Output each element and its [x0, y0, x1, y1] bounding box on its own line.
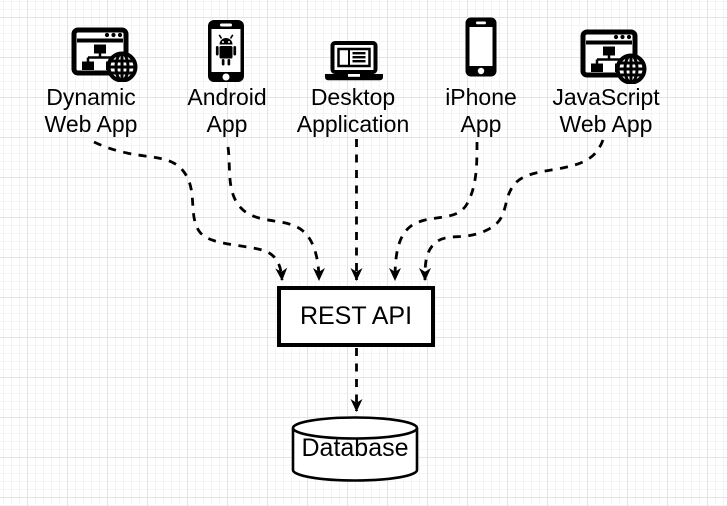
label-iphone-app[interactable]: iPhone App [396, 84, 566, 138]
label-line: iPhone [445, 84, 517, 110]
database-label-text: Database [301, 434, 409, 462]
android-smartphone-icon[interactable] [206, 18, 246, 84]
label-android-app[interactable]: Android App [142, 84, 312, 138]
label-line: Android [187, 84, 267, 110]
edge-iphone-app-to-rest-api[interactable] [389, 141, 479, 281]
label-line: Dynamic [46, 84, 136, 110]
edge-dynamic-web-app-to-rest-api[interactable] [93, 140, 288, 281]
label-line: Web App [44, 111, 138, 137]
label-line: App [206, 111, 248, 137]
database-label[interactable]: Database [293, 434, 417, 463]
iphone-icon[interactable] [464, 16, 498, 78]
database-cylinder[interactable] [291, 416, 419, 482]
label-dynamic-web-app[interactable]: Dynamic Web App [6, 84, 176, 138]
label-line: Desktop [310, 84, 396, 110]
label-javascript-web-app[interactable]: JavaScript Web App [521, 84, 691, 138]
label-desktop-application[interactable]: Desktop Application [268, 84, 438, 138]
label-line: Application [296, 111, 410, 137]
rest-api-node[interactable]: REST API [277, 286, 435, 347]
edge-javascript-web-app-to-rest-api[interactable] [419, 139, 605, 281]
label-line: Web App [559, 111, 653, 137]
edge-android-app-to-rest-api[interactable] [226, 146, 325, 281]
web-app-globe-icon[interactable] [580, 29, 648, 84]
web-app-globe-icon[interactable] [71, 27, 139, 82]
label-line: JavaScript [552, 84, 660, 110]
laptop-icon[interactable] [324, 41, 384, 82]
label-line: App [460, 111, 502, 137]
rest-api-label: REST API [299, 302, 413, 330]
